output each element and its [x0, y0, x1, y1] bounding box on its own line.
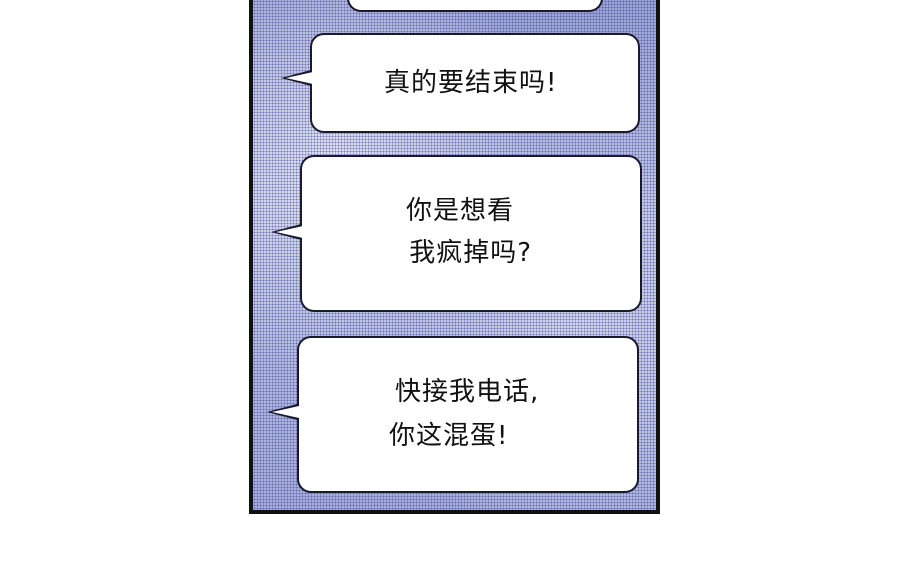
speech-bubble-2-line-2: 我疯掉吗? — [400, 238, 533, 268]
speech-bubble-top-partial — [347, 0, 603, 12]
speech-bubble-1-tail-inner — [286, 72, 313, 84]
speech-bubble-1: 真的要结束吗! — [310, 33, 640, 133]
speech-bubble-2: 你是想看 我疯掉吗? — [300, 155, 642, 312]
speech-bubble-2-line-1: 你是想看 — [406, 196, 515, 226]
comic-panel: 真的要结束吗! 你是想看 我疯掉吗? 快接我电话, 你这混蛋! — [249, 0, 660, 514]
speech-bubble-3-line-2: 你这混蛋! — [389, 421, 509, 451]
speech-bubble-3-tail-inner — [272, 406, 299, 418]
speech-bubble-2-tail-inner — [276, 226, 303, 238]
speech-bubble-1-line-1: 真的要结束吗! — [384, 68, 558, 98]
speech-bubble-3: 快接我电话, 你这混蛋! — [297, 336, 639, 493]
speech-bubble-3-line-1: 快接我电话, — [395, 377, 540, 407]
